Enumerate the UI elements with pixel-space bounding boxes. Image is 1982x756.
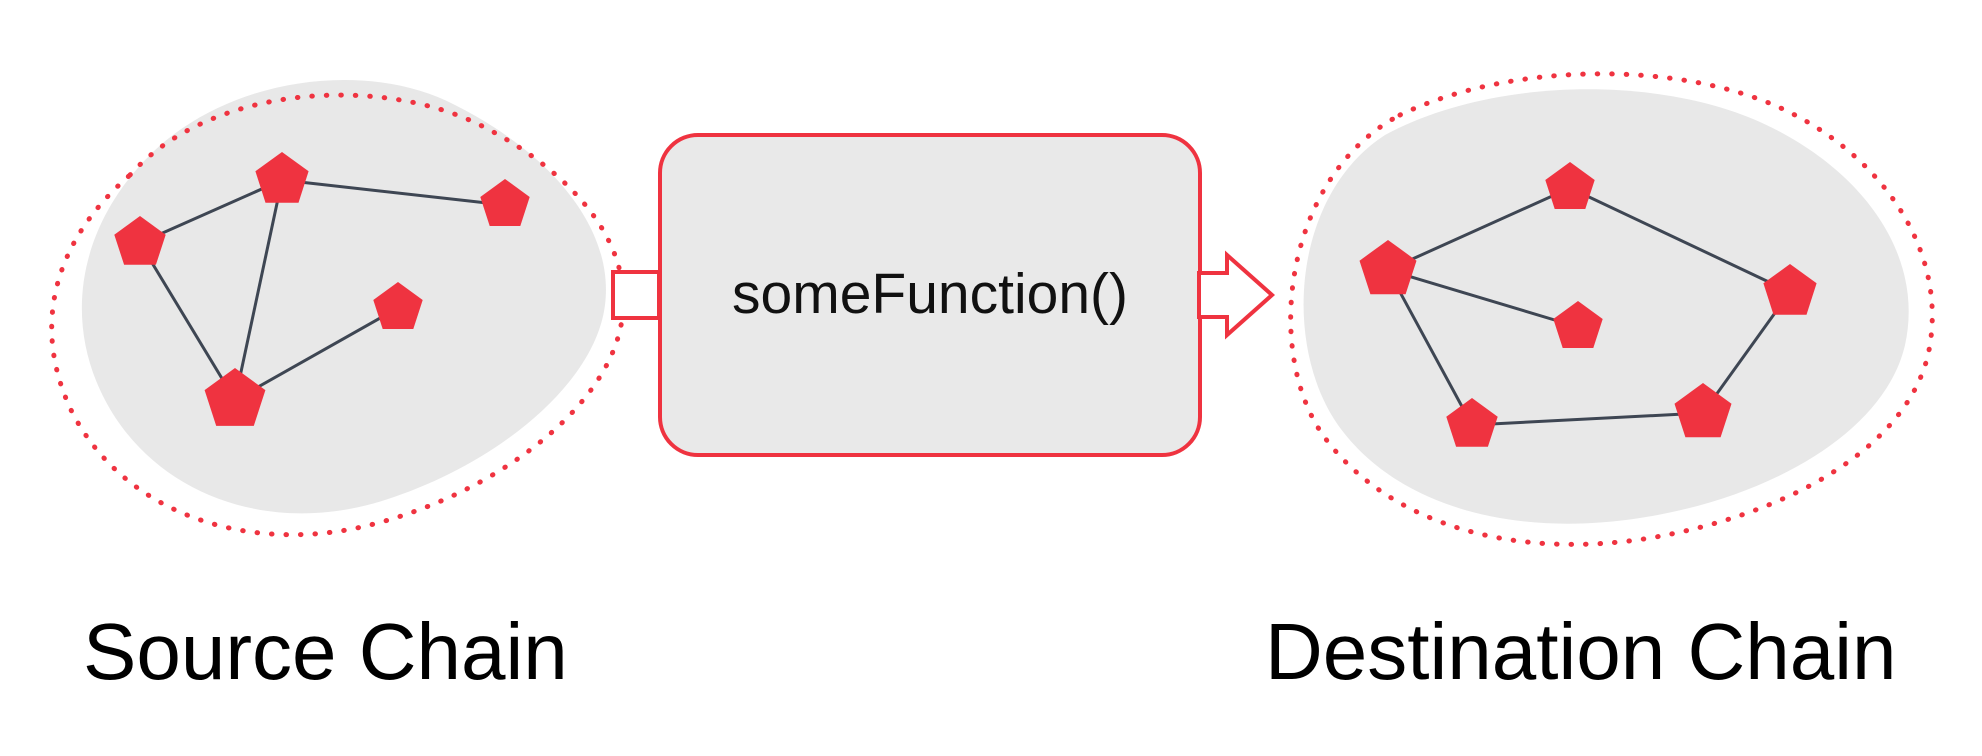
source-graph: [114, 152, 530, 426]
square-outline-icon: [611, 270, 661, 320]
pentagon-node-icon: [255, 152, 309, 203]
chain-edge: [234, 306, 399, 402]
function-box-label: someFunction(): [732, 262, 1128, 326]
pentagon-node-icon: [1763, 264, 1817, 315]
chain-edge: [1387, 268, 1579, 329]
pentagon-node-icon: [480, 179, 530, 226]
chain-edge: [281, 178, 506, 207]
pentagon-node-icon: [204, 368, 266, 426]
chain-edge: [233, 179, 284, 401]
pentagon-node-icon: [114, 216, 166, 265]
source-chain-label: Source Chain: [83, 607, 568, 696]
pentagon-node-icon: [1359, 240, 1417, 295]
chain-edge: [1471, 411, 1704, 427]
pentagon-node-icon: [1545, 162, 1595, 209]
destination-chain-dotted-outline-icon: [1288, 71, 1935, 547]
destination-chain-blob: [1303, 89, 1909, 524]
destination-chain-label: Destination Chain: [1265, 607, 1897, 696]
pentagon-node-icon: [373, 282, 423, 329]
chain-edge: [139, 178, 283, 245]
chain-edge: [1569, 186, 1791, 294]
chain-edge: [138, 242, 237, 401]
chain-edge: [1386, 269, 1474, 426]
destination-graph: [1359, 162, 1817, 447]
pentagon-node-icon: [1674, 383, 1732, 438]
arrow-right-icon: [1197, 250, 1276, 340]
pentagon-node-icon: [1446, 398, 1498, 447]
pentagon-node-icon: [1553, 301, 1603, 348]
chain-edge: [1387, 186, 1571, 272]
